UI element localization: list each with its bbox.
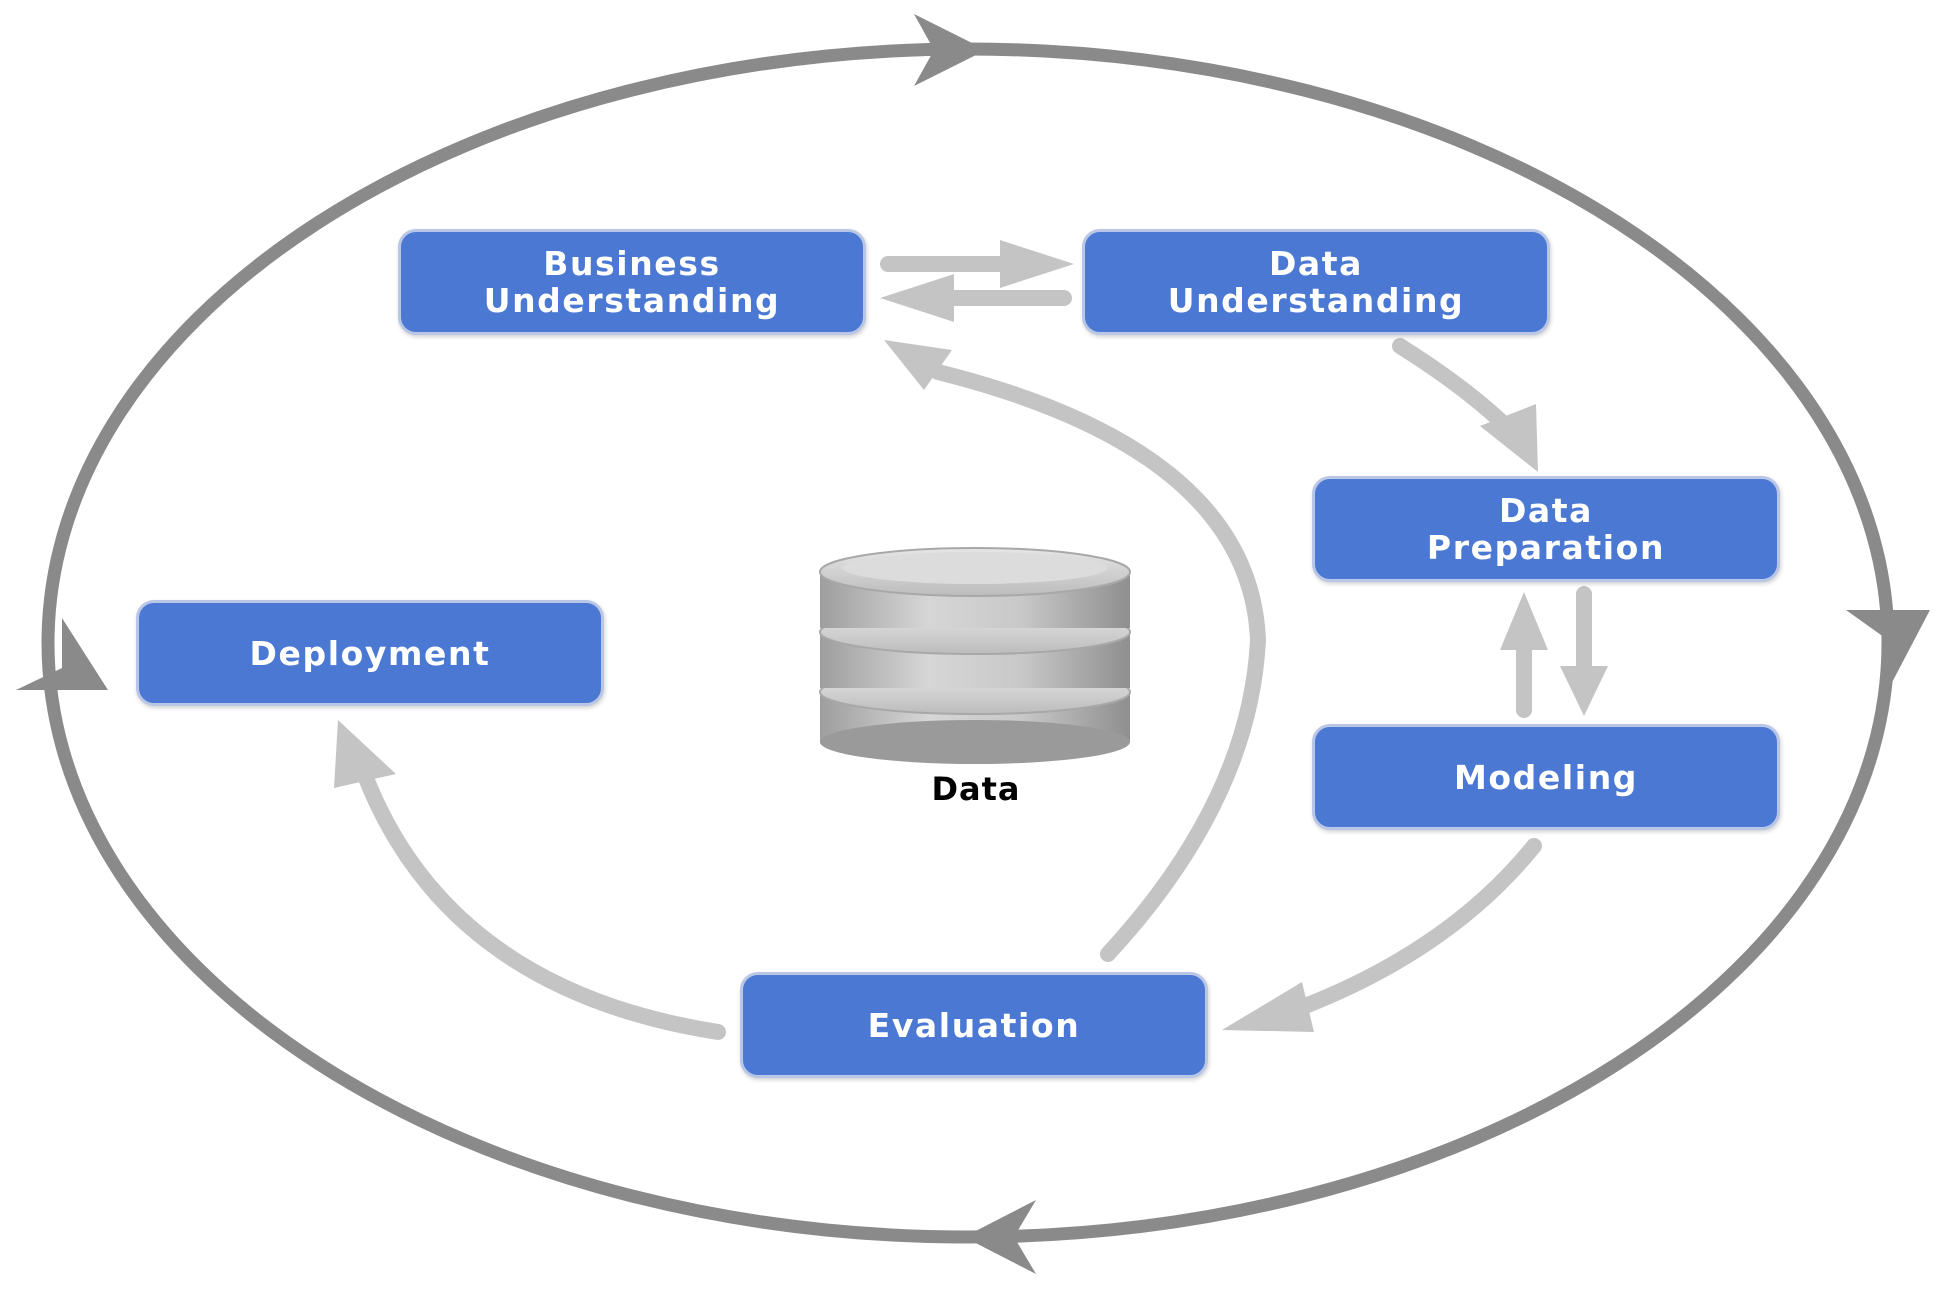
outer-cycle-arrowhead-right (1846, 610, 1930, 690)
arrowhead-data-understanding-to-preparation (1480, 404, 1538, 472)
database-label: Data (931, 770, 1021, 808)
arrowhead-evaluation-to-deployment (334, 720, 396, 788)
phase-data-understanding: Data Understanding (1082, 229, 1550, 335)
arrowhead-evaluation-to-business (884, 340, 952, 390)
outer-cycle-arrowhead-left (16, 618, 108, 690)
phase-evaluation: Evaluation (740, 972, 1208, 1078)
arrowhead-preparation-to-modeling (1560, 666, 1608, 716)
outer-cycle-arrowhead-top (914, 14, 986, 86)
arrow-evaluation-to-deployment (358, 770, 726, 1040)
outer-cycle-arrowhead-bottom (964, 1200, 1036, 1274)
phase-label: Deployment (249, 633, 491, 673)
database-icon (819, 547, 1131, 764)
phase-label: Data Preparation (1426, 491, 1666, 567)
phase-label: Business Understanding (483, 244, 781, 320)
arrowhead-data-understanding-to-business (880, 274, 954, 322)
arrowhead-business-to-data-understanding (1000, 240, 1074, 288)
arrowhead-modeling-to-preparation (1500, 592, 1548, 650)
arrowhead-modeling-to-evaluation (1222, 982, 1314, 1032)
phase-business-understanding: Business Understanding (398, 229, 866, 335)
phase-data-preparation: Data Preparation (1312, 476, 1780, 582)
phase-label: Data Understanding (1167, 244, 1465, 320)
arrow-modeling-to-evaluation (1292, 838, 1542, 1016)
arrow-evaluation-to-business (930, 364, 1266, 962)
phase-modeling: Modeling (1312, 724, 1780, 830)
arrow-data-understanding-to-preparation (1392, 338, 1520, 440)
phase-label: Modeling (1453, 757, 1639, 797)
phase-label: Evaluation (867, 1005, 1081, 1045)
phase-deployment: Deployment (136, 600, 604, 706)
